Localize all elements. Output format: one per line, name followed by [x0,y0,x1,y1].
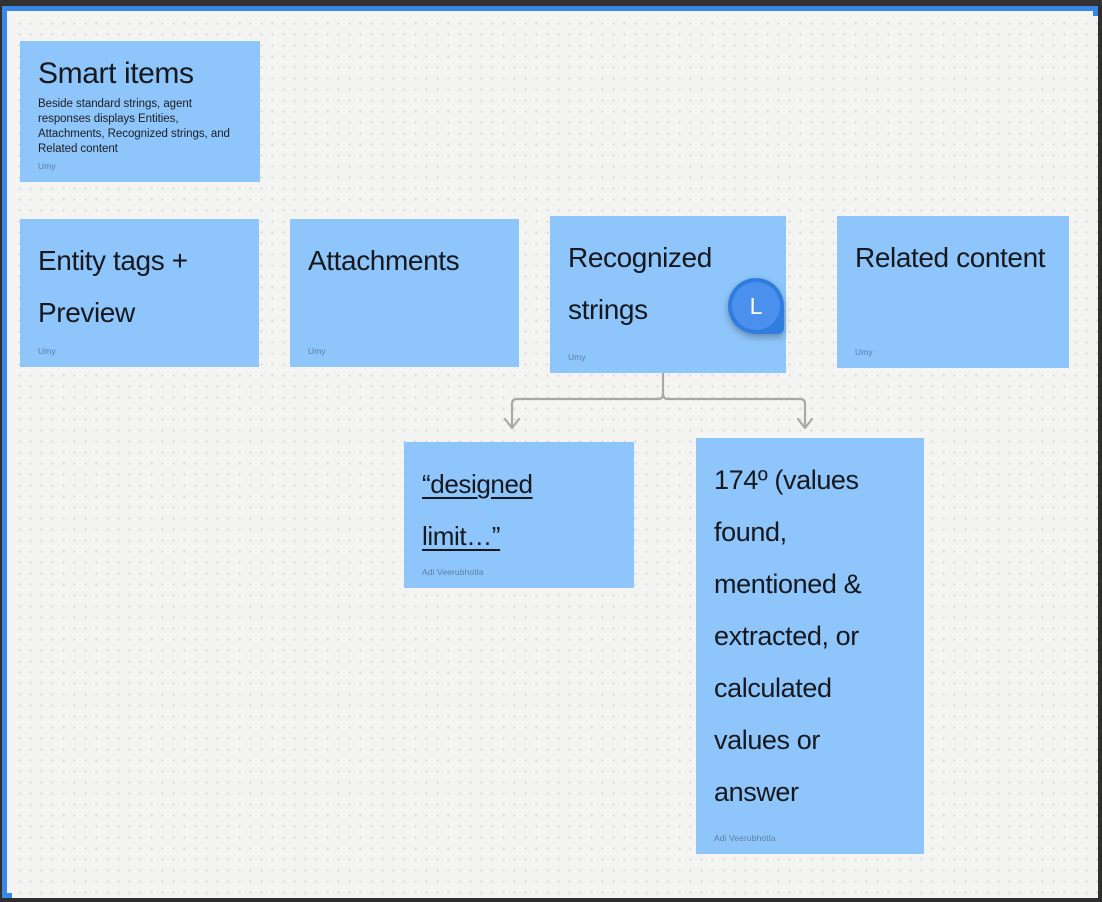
sticky-note-title: Smart items [38,57,194,90]
sticky-note-title: Related content [855,242,1046,273]
connector-branch-right [661,392,807,428]
sticky-note-designed-limit[interactable]: “designed limit…” Adi Veerubhotla [404,442,634,588]
sticky-note-author: Umy [38,161,56,171]
sticky-note-author: Umy [38,346,56,356]
sticky-note-author: Umy [308,346,326,356]
sticky-note-recognized-strings[interactable]: Recognized strings Umy [550,216,786,373]
sticky-note-values-174[interactable]: 174º (values found, mentioned & extracte… [696,438,924,854]
sticky-note-related-content[interactable]: Related content Umy [837,216,1069,368]
sticky-note-title: “designed limit…” [422,469,533,551]
connector-arrow-left [503,417,521,430]
collaborator-initial: L [732,282,780,330]
connector-branch-left [510,392,665,428]
sticky-note-entity-tags[interactable]: Entity tags + Preview Umy [20,219,259,367]
connector-arrow-right [796,417,814,430]
sticky-note-title: Attachments [308,245,460,276]
window-topbar [0,0,1102,6]
collaborator-cursor-avatar[interactable]: L [728,278,784,334]
sticky-note-title: 174º (values found, mentioned & extracte… [714,465,862,807]
sticky-note-smart-items[interactable]: Smart items Beside standard strings, age… [20,41,260,182]
sticky-note-author: Umy [855,347,873,357]
sticky-note-title: Recognized strings [568,242,712,325]
sticky-note-author: Adi Veerubhotla [422,567,484,577]
sticky-note-subtitle: Beside standard strings, agent responses… [38,98,230,155]
canvas-focus-border: Smart items Beside standard strings, age… [2,6,1098,898]
sticky-note-attachments[interactable]: Attachments Umy [290,219,519,367]
whiteboard-canvas[interactable]: Smart items Beside standard strings, age… [12,16,1098,898]
sticky-note-title: Entity tags + Preview [38,245,188,328]
sticky-note-author: Umy [568,352,586,362]
sticky-note-author: Adi Veerubhotla [714,833,776,843]
